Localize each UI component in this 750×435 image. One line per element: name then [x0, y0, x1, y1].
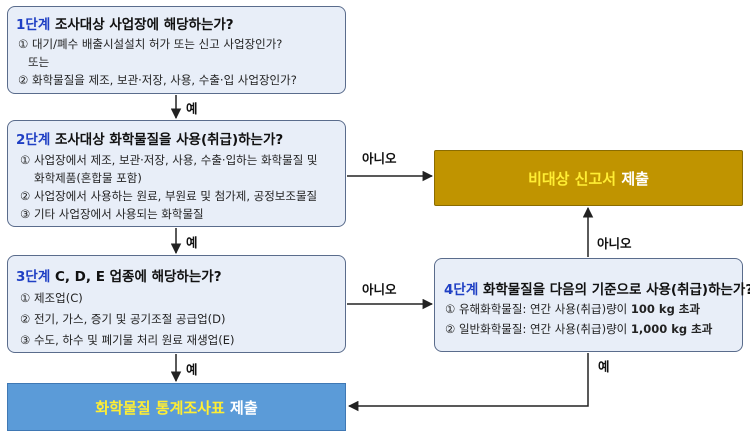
yes-label-stage3: 예 — [186, 362, 198, 377]
stage4-item-2: ② 일반화학물질: 연간 사용(취급)량이 1,000 kg 초과 — [445, 319, 712, 339]
stage2-item-1: ① 사업장에서 제조, 보관·저장, 사용, 수출·입하는 화학물질 및 — [20, 153, 318, 167]
stage1-question: 조사대상 사업장에 해당하는가? — [54, 17, 234, 33]
stage2-step: 2단계 — [16, 132, 51, 148]
stage4-step: 4단계 — [444, 282, 479, 298]
stage4-question: 화학물질을 다음의 기준으로 사용(취급)하는가? — [482, 282, 750, 298]
stage3-item-1: ① 제조업(C) — [20, 291, 83, 305]
stage4-items: ① 유해화학물질: 연간 사용(취급)량이 100 kg 초과 ② 일반화학물질… — [445, 299, 712, 339]
statistics-survey-label: 화학물질 통계조사표 — [95, 398, 225, 417]
stage1-box: 1단계 조사대상 사업장에 해당하는가? ① 대기/폐수 배출시설설치 허가 또… — [7, 6, 346, 94]
stage2-question: 조사대상 화학물질을 사용(취급)하는가? — [54, 132, 284, 148]
stage1-item-or: 또는 — [28, 55, 50, 69]
stage2-item-1-cont: 화학제품(혼합물 포함) — [34, 171, 142, 185]
stage1-step: 1단계 — [16, 17, 51, 33]
stage3-items: ① 제조업(C) ② 전기, 가스, 증기 및 공기조절 공급업(D) ③ 수도… — [20, 288, 235, 351]
stage2-item-2: ② 사업장에서 사용하는 원료, 부원료 및 첨가제, 공정보조물질 — [20, 189, 318, 203]
yes-label-stage1: 예 — [186, 101, 198, 116]
stage3-box: 3단계 C, D, E 업종에 해당하는가? ① 제조업(C) ② 전기, 가스… — [7, 255, 346, 353]
non-target-report-label: 비대상 신고서 — [528, 169, 617, 188]
stage3-step: 3단계 — [16, 269, 51, 285]
stage1-title: 1단계 조사대상 사업장에 해당하는가? — [16, 13, 234, 33]
arrow-stage4-to-stats — [347, 353, 589, 412]
stage3-question: C, D, E 업종에 해당하는가? — [54, 269, 222, 285]
non-target-submit-label: 제출 — [616, 169, 649, 188]
statistics-submit-label: 제출 — [224, 398, 258, 417]
no-label-stage4: 아니오 — [597, 236, 632, 251]
non-target-report-box: 비대상 신고서 제출 — [434, 150, 743, 206]
stage1-item-1: ① 대기/폐수 배출시설설치 허가 또는 신고 사업장인가? — [18, 37, 283, 51]
yes-label-stage4: 예 — [598, 359, 610, 374]
stage4-item-1-threshold: 100 kg 초과 — [630, 302, 700, 316]
stage1-items: ① 대기/폐수 배출시설설치 허가 또는 신고 사업장인가? 또는 ② 화학물질… — [18, 35, 297, 89]
stage4-item-1-text: ① 유해화학물질: 연간 사용(취급)량이 — [445, 302, 631, 316]
stage3-item-3: ③ 수도, 하수 및 폐기물 처리 원료 재생업(E) — [20, 333, 235, 347]
stage4-box: 4단계 화학물질을 다음의 기준으로 사용(취급)하는가? ① 유해화학물질: … — [434, 258, 750, 352]
stage4-title: 4단계 화학물질을 다음의 기준으로 사용(취급)하는가? — [444, 278, 750, 298]
stage1-item-2: ② 화학물질을 제조, 보관·저장, 사용, 수출·입 사업장인가? — [18, 73, 297, 87]
stage4-item-1: ① 유해화학물질: 연간 사용(취급)량이 100 kg 초과 — [445, 299, 712, 319]
no-label-stage2: 아니오 — [362, 151, 397, 166]
stage2-title: 2단계 조사대상 화학물질을 사용(취급)하는가? — [16, 128, 283, 148]
statistics-survey-box: 화학물질 통계조사표 제출 — [7, 383, 346, 431]
stage2-items: ① 사업장에서 제조, 보관·저장, 사용, 수출·입하는 화학물질 및 화학제… — [20, 151, 318, 223]
stage4-item-2-text: ② 일반화학물질: 연간 사용(취급)량이 — [445, 322, 631, 336]
stage4-item-2-threshold: 1,000 kg 초과 — [630, 322, 713, 336]
stage2-box: 2단계 조사대상 화학물질을 사용(취급)하는가? ① 사업장에서 제조, 보관… — [7, 120, 346, 227]
stage3-title: 3단계 C, D, E 업종에 해당하는가? — [16, 265, 222, 285]
no-label-stage3: 아니오 — [362, 282, 397, 297]
stage3-item-2: ② 전기, 가스, 증기 및 공기조절 공급업(D) — [20, 312, 226, 326]
stage2-item-3: ③ 기타 사업장에서 사용되는 화학물질 — [20, 207, 204, 221]
yes-label-stage2: 예 — [186, 235, 198, 250]
